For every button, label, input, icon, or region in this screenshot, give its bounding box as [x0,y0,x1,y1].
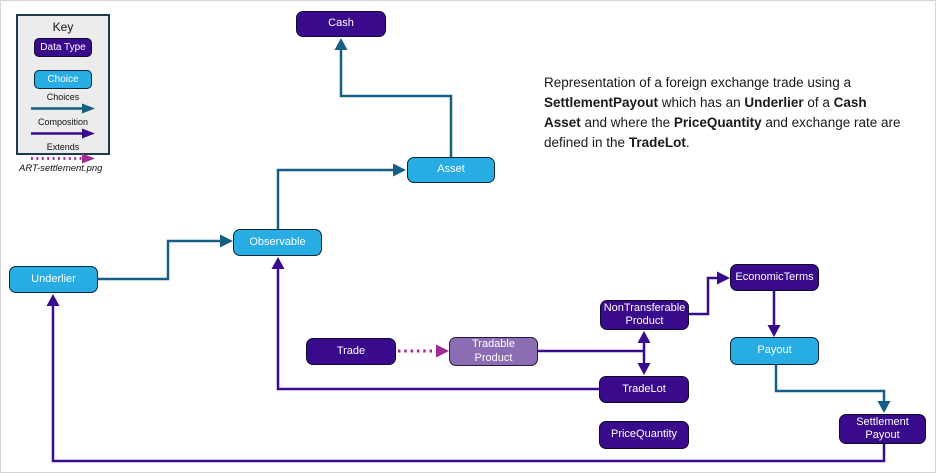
node-tradable-product: Tradable Product [449,337,538,366]
node-settlement-payout: Settlement Payout [839,414,926,444]
legend-composition-row: Composition [18,116,108,139]
description-text: Representation of a foreign exchange tra… [544,73,906,153]
description-part: and exchange rate are defined in the [544,114,901,150]
description-part: of a [803,94,834,110]
node-underlier: Underlier [9,266,98,293]
node-asset: Asset [407,157,495,183]
arrowhead-into-tradableproduct [436,344,449,358]
arrowhead-into-cash [334,38,348,50]
legend-choices-label: Choices [46,92,80,102]
description-part-bold: PriceQuantity [673,114,762,130]
node-payout: Payout [730,337,819,365]
arrowhead-into-observable-bottom [271,257,285,269]
arrowhead-into-nontransferableproduct [637,331,651,343]
node-cash: Cash [296,11,386,37]
legend-choices-row: Choices [18,92,108,114]
node-nontransferable-product: NonTransferable Product [600,300,689,330]
description-part-bold: Cash Asset [544,94,867,130]
description-part: and where the [580,114,674,130]
edge-observable-asset [276,168,394,229]
node-observable: Observable [233,229,322,256]
arrowhead-into-asset [393,163,406,177]
legend-title: Key [52,20,74,34]
arrowhead-into-payout [767,325,781,337]
edge-nontransferableproduct-economicterms [689,276,718,316]
composition-arrow-icon [31,128,95,139]
edge-tradelot-observable [276,268,599,391]
legend-choice-chip: Choice [34,70,92,89]
legend-composition-label: Composition [37,116,89,127]
arrowhead-into-tradelot [637,363,651,375]
node-economic-terms: EconomicTerms [730,264,819,291]
edge-settlementpayout-underlier [51,305,886,463]
edge-payout-settlementpayout [774,365,886,402]
edge-asset-cash [339,49,453,157]
legend: Key Data Type Choice Choices Composition… [16,14,110,164]
legend-extends-label: Extends [46,141,80,152]
arrowhead-into-observable-left [220,234,233,248]
node-trade: Trade [306,338,396,365]
description-part-bold: TradeLot [628,134,686,150]
arrowhead-into-underlier [46,294,60,306]
arrowhead-into-settlementpayout [877,401,891,413]
node-trade-lot: TradeLot [599,376,689,403]
description-part-bold: SettlementPayout [544,94,659,110]
arrowhead-into-economicterms [717,271,730,285]
legend-data-type-chip: Data Type [34,38,92,57]
description-part: which has an [658,94,745,110]
edge-underlier-observable [98,239,221,281]
choices-arrow-icon [31,103,95,114]
diagram-caption: ART-settlement.png [19,163,103,174]
node-price-quantity: PriceQuantity [599,421,689,449]
extends-arrow-icon [31,153,95,164]
legend-extends-row: Extends [18,141,108,164]
description-part: . [685,134,690,150]
description-part: Representation of a foreign exchange tra… [544,75,851,90]
description-part-bold: Underlier [744,94,804,110]
